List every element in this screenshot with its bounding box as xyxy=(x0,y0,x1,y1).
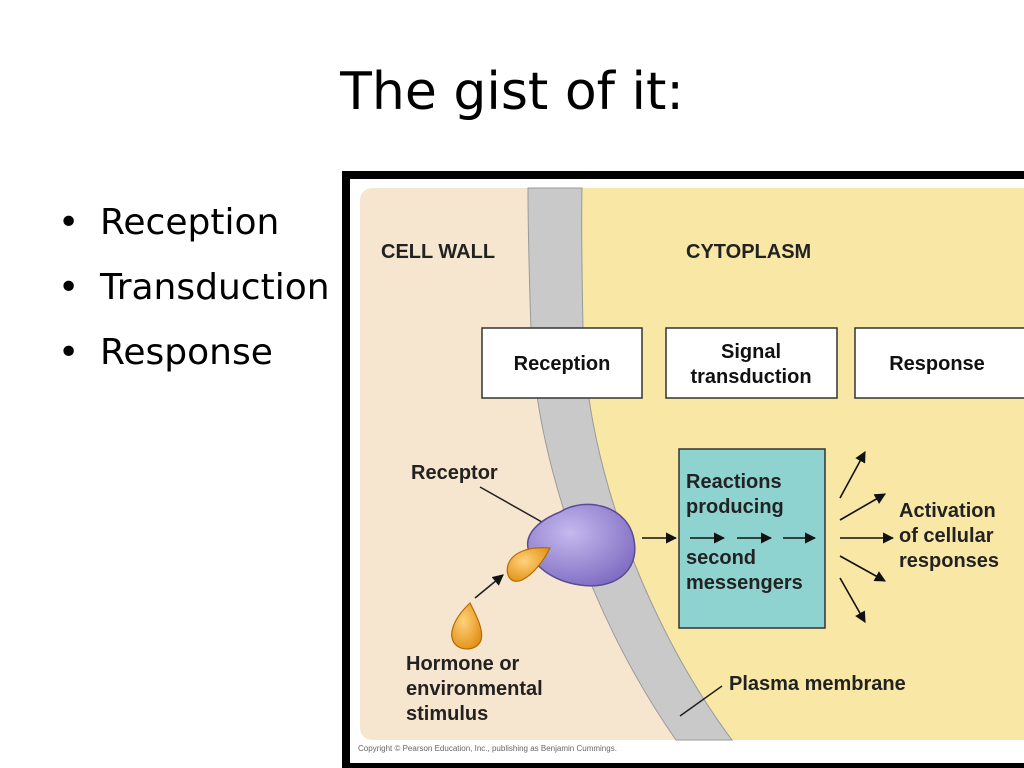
response-box xyxy=(854,327,1024,399)
reception-box xyxy=(481,327,643,399)
transduction-box-label-line1: Signal xyxy=(721,341,781,363)
transduction-box xyxy=(665,327,838,399)
bound-hormone xyxy=(506,547,551,582)
activation-label-line3: responses xyxy=(899,550,999,572)
response-arrow-5 xyxy=(839,577,866,623)
activation-label-line2: of cellular xyxy=(899,525,994,547)
bullet-text: Response xyxy=(100,332,273,373)
stimulus-label-line1: Hormone or xyxy=(406,653,520,675)
activation-label-line1: Activation xyxy=(899,500,996,522)
response-box-label: Response xyxy=(889,353,985,375)
membrane-label: Plasma membrane xyxy=(729,673,906,695)
receptor-protein xyxy=(526,503,636,587)
bullet-item-reception: •Reception xyxy=(58,202,280,243)
transduction-box-label-line2: transduction xyxy=(690,366,811,388)
reactions-label-line1: Reactions xyxy=(686,471,782,493)
slide-title: The gist of it: xyxy=(340,62,684,122)
cell-wall-label: CELL WALL xyxy=(381,241,495,263)
bullet-text: Reception xyxy=(100,202,280,243)
response-arrow-1 xyxy=(839,451,866,499)
reactions-label-line4: messengers xyxy=(686,572,803,594)
cytoplasm-label: CYTOPLASM xyxy=(686,241,811,263)
stimulus-label-line3: stimulus xyxy=(406,703,488,725)
response-arrow-4 xyxy=(839,555,886,582)
reactions-label-line2: producing xyxy=(686,496,784,518)
stimulus-label-line2: environmental xyxy=(406,678,543,700)
bullet-item-response: •Response xyxy=(58,332,273,373)
bullet-text: Transduction xyxy=(100,267,330,308)
response-arrow-2 xyxy=(839,493,886,521)
reception-box-label: Reception xyxy=(514,353,611,375)
hormone-approach-arrow xyxy=(474,574,504,599)
copyright-notice: Copyright © Pearson Education, Inc., pub… xyxy=(358,744,617,753)
bullet-list: •Reception •Transduction •Response xyxy=(58,190,330,385)
receptor-label: Receptor xyxy=(411,462,498,484)
bullet-item-transduction: •Transduction xyxy=(58,267,330,308)
free-hormone xyxy=(451,602,483,650)
reactions-label-line3: second xyxy=(686,547,756,569)
membrane-pointer xyxy=(679,685,723,717)
